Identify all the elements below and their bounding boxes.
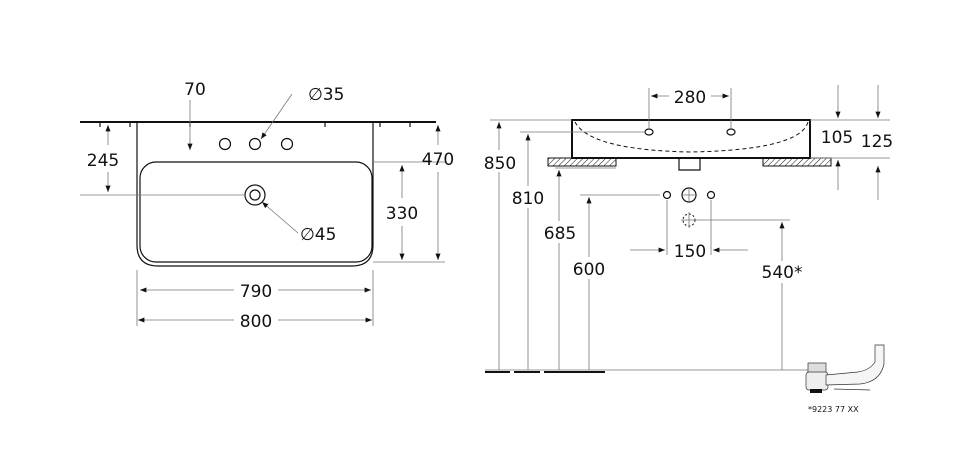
dim-d45: ∅45 bbox=[300, 225, 336, 245]
dim-800: 800 bbox=[240, 312, 272, 332]
dim-70: 70 bbox=[184, 80, 206, 100]
dim-d35: ∅35 bbox=[308, 85, 344, 105]
countertop-right bbox=[762, 157, 832, 167]
bowl-hidden-line bbox=[574, 121, 809, 153]
dim-685: 685 bbox=[544, 224, 576, 244]
dim-150: 150 bbox=[674, 242, 706, 262]
drain-outlet bbox=[678, 158, 701, 171]
dim-330: 330 bbox=[386, 204, 418, 224]
top-view: 70 ∅35 245 470 330 ∅45 790 800 bbox=[80, 80, 454, 332]
basin-side bbox=[571, 119, 811, 159]
dim-125: 125 bbox=[861, 132, 893, 152]
dim-245: 245 bbox=[87, 151, 119, 171]
dim-600: 600 bbox=[573, 260, 605, 280]
side-view: 280 105 125 850 810 685 600 bbox=[483, 85, 893, 374]
bowl-outline bbox=[139, 161, 373, 263]
dim-540: 540* bbox=[762, 263, 803, 283]
dim-470: 470 bbox=[422, 150, 454, 170]
countertop-left bbox=[547, 157, 617, 167]
dim-105: 105 bbox=[821, 128, 853, 148]
basin-outline bbox=[136, 122, 374, 267]
dim-790: 790 bbox=[240, 282, 272, 302]
dim-850: 850 bbox=[484, 154, 516, 174]
siphon-illustration: *9223 77 XX bbox=[805, 344, 885, 414]
tap-holes bbox=[218, 137, 294, 151]
dim-810: 810 bbox=[512, 189, 544, 209]
dim-280: 280 bbox=[674, 88, 706, 108]
siphon-part-number: *9223 77 XX bbox=[808, 405, 859, 414]
